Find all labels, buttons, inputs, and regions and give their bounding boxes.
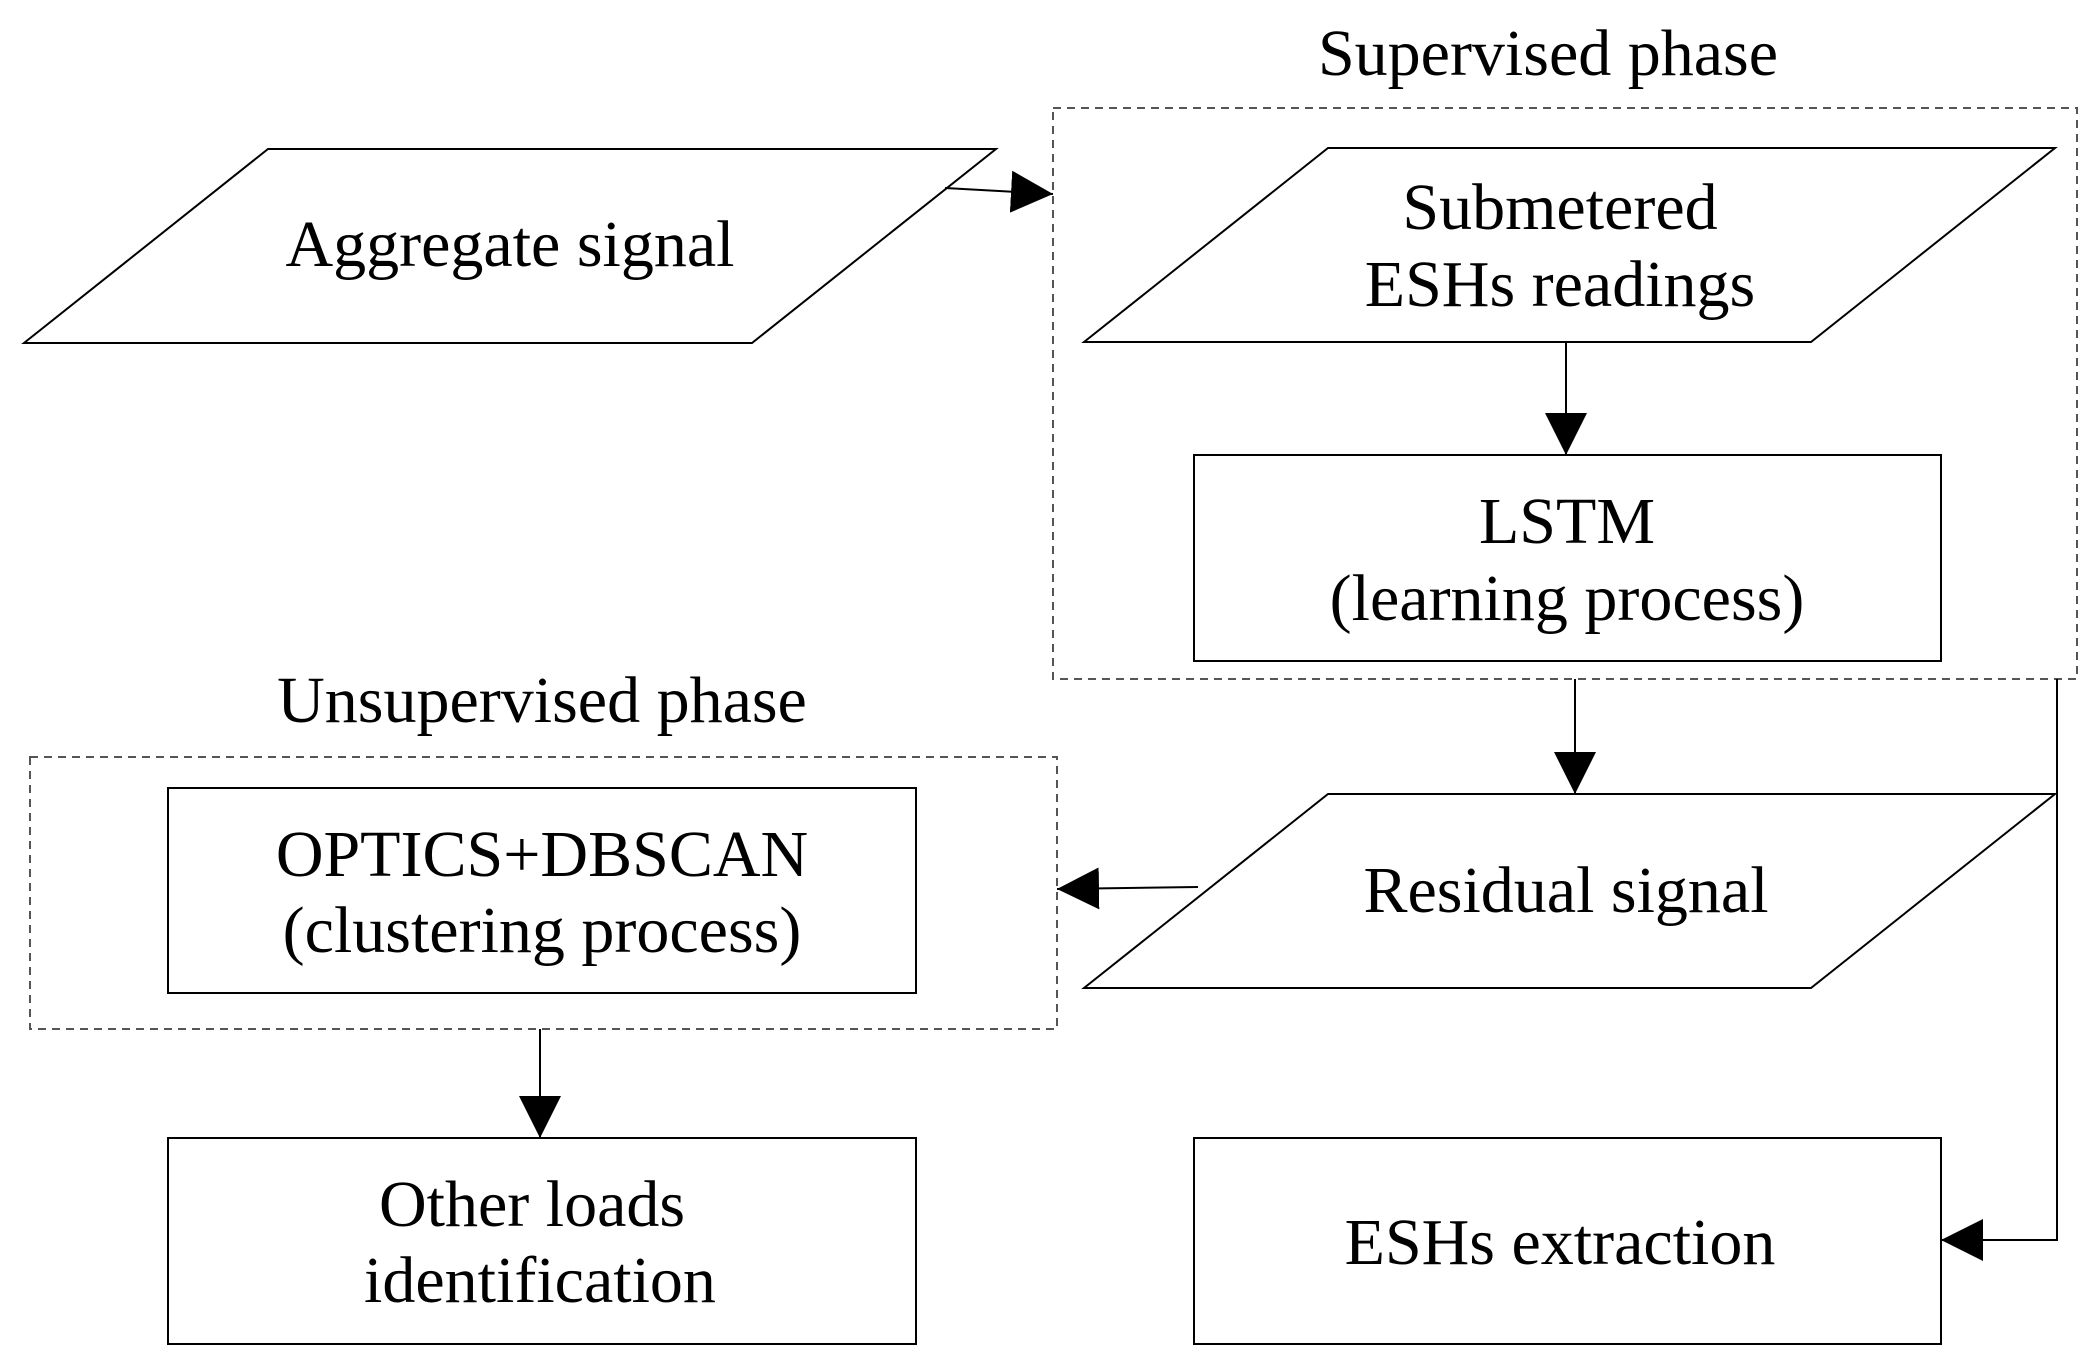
optics-dbscan-label-line1: OPTICS+DBSCAN — [276, 818, 808, 891]
lstm-label-line1: LSTM — [1479, 485, 1655, 558]
submetered-readings-label-line1: Submetered — [1402, 171, 1717, 244]
edge-residual-to-unsupervised — [1056, 867, 1199, 910]
lstm-shape — [1193, 454, 1942, 662]
node-optics-dbscan: OPTICS+DBSCAN (clustering process) — [167, 787, 917, 994]
residual-signal-shape — [1081, 793, 2058, 989]
edge-aggregate-to-supervised — [944, 170, 1054, 213]
node-residual-signal: Residual signal — [1081, 793, 2058, 989]
node-aggregate-signal: Aggregate signal — [21, 148, 999, 344]
other-loads-shape — [167, 1137, 917, 1345]
node-other-loads: Other loads identification — [167, 1137, 917, 1345]
node-esh-extraction: ESHs extraction — [1193, 1137, 1942, 1345]
node-lstm: LSTM (learning process) — [1193, 454, 1942, 662]
aggregate-signal-shape — [21, 148, 999, 344]
other-loads-label-line1: Other loads — [379, 1168, 685, 1241]
optics-dbscan-shape — [167, 787, 917, 994]
esh-extraction-label: ESHs extraction — [1345, 1206, 1776, 1279]
supervised-phase-label: Supervised phase — [1318, 17, 1778, 90]
submetered-readings-shape — [1081, 147, 2058, 343]
esh-extraction-shape — [1193, 1137, 1942, 1345]
submetered-readings-label-line2: ESHs readings — [1365, 248, 1755, 321]
optics-dbscan-label-line2: (clustering process) — [283, 894, 802, 967]
edge-supervised-to-esh-extraction — [1941, 679, 2058, 1261]
other-loads-label-line2: identification — [364, 1244, 716, 1317]
residual-signal-label: Residual signal — [1363, 854, 1768, 927]
node-submetered-readings: Submetered ESHs readings — [1081, 147, 2058, 343]
supervised-phase-group — [1052, 107, 2078, 680]
lstm-label-line2: (learning process) — [1330, 562, 1805, 635]
unsupervised-phase-label: Unsupervised phase — [277, 664, 807, 737]
aggregate-signal-label: Aggregate signal — [285, 208, 734, 281]
